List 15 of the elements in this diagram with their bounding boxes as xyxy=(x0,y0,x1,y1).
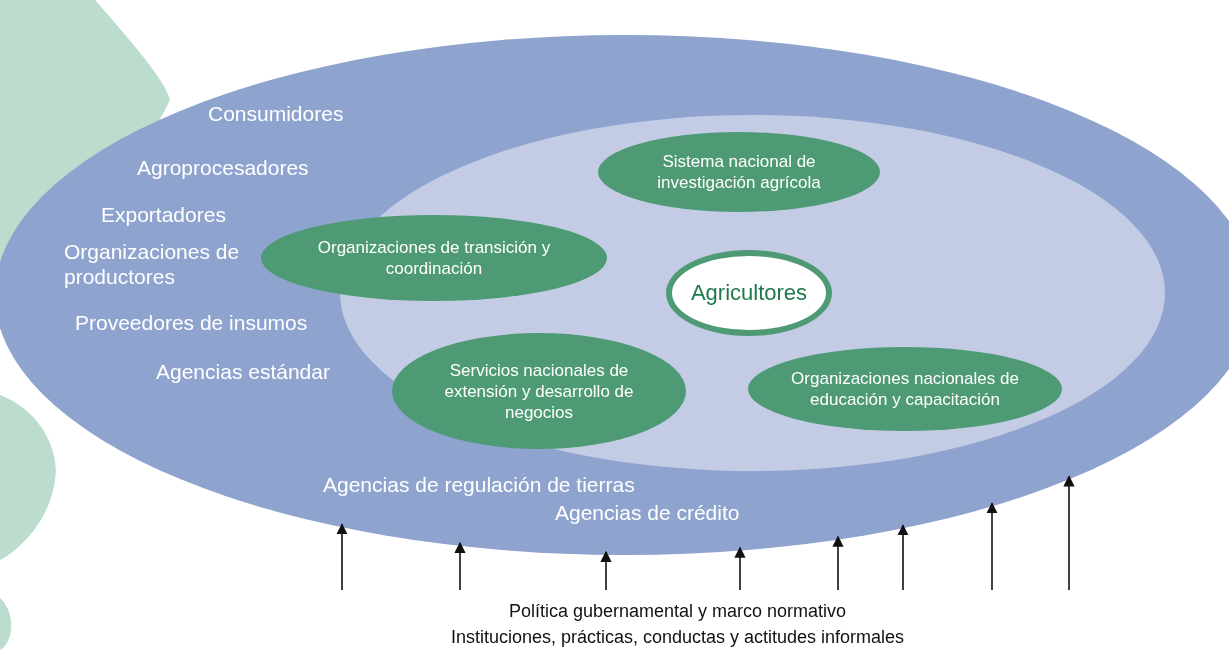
actor-label: Agencias de crédito xyxy=(555,500,740,525)
organization-label: Organizaciones de transición y coordinación xyxy=(316,237,552,279)
note-text: Instituciones, prácticas, conductas y actitudes informales xyxy=(450,626,905,649)
actor-label: Organizaciones de productores xyxy=(64,239,241,289)
organization-label: Sistema nacional de investigación agrícola xyxy=(656,151,822,193)
actor-label: Exportadores xyxy=(101,202,226,227)
organization-label: Servicios nacionales de extensión y desarrollo de negocios xyxy=(443,359,635,423)
center-label: Agricultores xyxy=(690,280,808,306)
organization-label: Organizaciones nacionales de educación y capacitación xyxy=(790,368,1020,410)
actor-label: Agroprocesadores xyxy=(137,155,309,180)
actor-label: Proveedores de insumos xyxy=(75,310,308,335)
actor-label: Agencias de regulación de tierras xyxy=(323,472,635,497)
actor-label: Agencias estándar xyxy=(156,359,330,384)
note-text: Política gubernamental y marco normativo xyxy=(508,600,847,623)
actor-label: Consumidores xyxy=(208,101,344,126)
